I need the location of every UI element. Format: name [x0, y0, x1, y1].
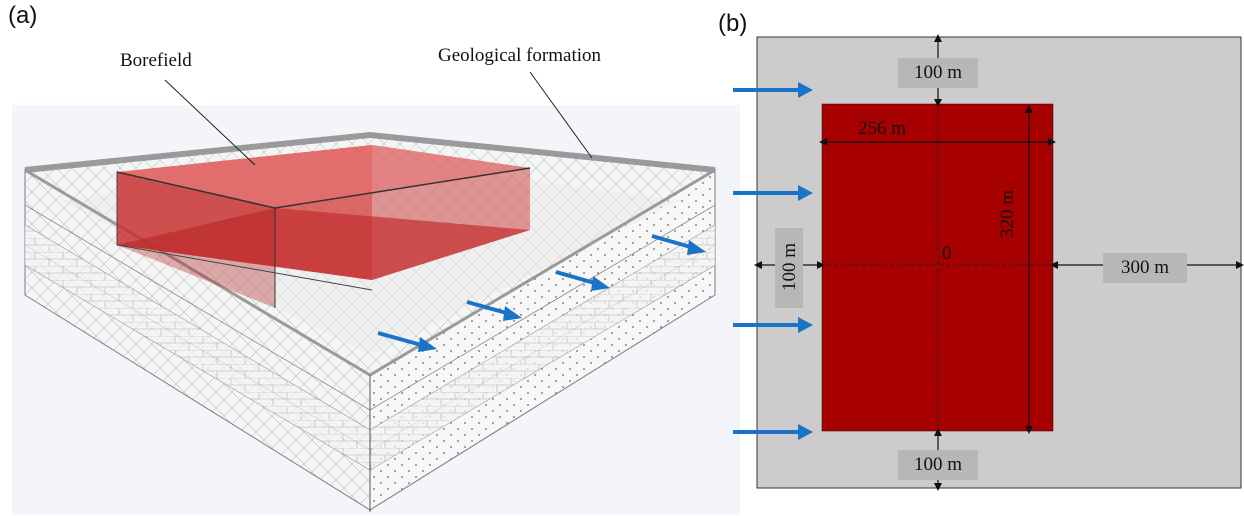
- formation-leader: [529, 71, 593, 159]
- dimension-lines: [754, 34, 1244, 491]
- left-brick-layer: [25, 225, 370, 470]
- frame-rim-back: [24, 131, 716, 173]
- formation-callout: Geological formation: [438, 45, 602, 66]
- dim-left-label: 100 m: [779, 242, 800, 292]
- dim-right-label: 300 m: [1103, 253, 1187, 283]
- borefield-callout: Borefield: [120, 50, 192, 71]
- origin-label: 0: [942, 243, 952, 264]
- dim-top-label: 100 m: [898, 58, 978, 88]
- borefield-leader: [164, 79, 256, 166]
- dim-height-label: 320 m: [997, 189, 1018, 239]
- dim-width-label: 256 m: [858, 118, 907, 139]
- borefield-block: [116, 145, 531, 308]
- right-brick-layer: [370, 225, 715, 470]
- groundwater-flow-arrows-b: [733, 82, 813, 440]
- groundwater-flow-arrows-a: [377, 234, 706, 352]
- dim-left-box: [775, 228, 803, 308]
- dim-bottom-label: 100 m: [898, 450, 978, 480]
- panel-a-label: (a): [8, 2, 38, 29]
- panel-b-label: (b): [718, 10, 748, 37]
